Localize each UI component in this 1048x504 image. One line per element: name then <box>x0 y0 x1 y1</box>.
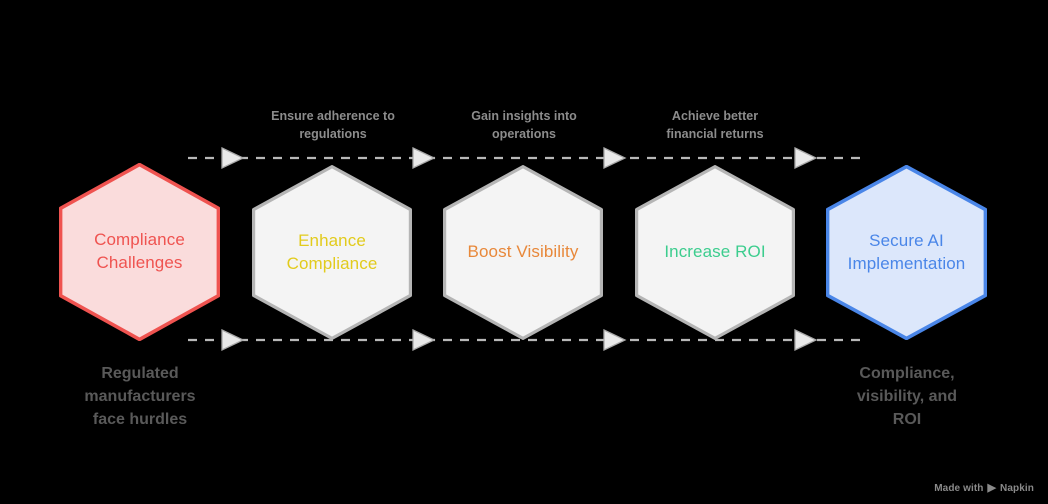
hex-node-compliance-challenges[interactable]: Compliance Challenges <box>59 163 220 341</box>
top-arrow-1 <box>221 146 245 170</box>
watermark-made-with-napkin: Made with ▶ Napkin <box>934 482 1034 495</box>
caption-ensure-adherence: Ensure adherence to regulations <box>271 109 395 141</box>
hex-node-enhance-compliance[interactable]: Enhance Compliance <box>252 165 412 340</box>
hexagon-shape <box>59 163 220 341</box>
hex-label-boost-visibility: Boost Visibility <box>467 242 579 262</box>
hex-label-enhance-compliance: Enhance Compliance <box>286 230 378 273</box>
caption-gain-insights: Gain insights into operations <box>471 109 577 141</box>
top-arrow-4 <box>794 146 818 170</box>
bottom-arrow-3 <box>603 328 627 352</box>
hex-label-increase-roi: Increase ROI <box>664 242 766 262</box>
bottom-arrow-2 <box>412 328 436 352</box>
top-arrow-3 <box>603 146 627 170</box>
bottom-arrow-4 <box>794 328 818 352</box>
bottom-arrow-1 <box>221 328 245 352</box>
hex-node-boost-visibility[interactable]: Boost Visibility <box>443 165 603 340</box>
hex-label-compliance-challenges: Compliance Challenges <box>94 230 185 272</box>
napkin-logo-icon: ▶ <box>987 482 997 494</box>
watermark-prefix: Made with <box>934 483 984 494</box>
hexagon-shape <box>252 165 412 340</box>
hexagon-shape <box>443 165 603 340</box>
hex-label-secure-ai-implementation: Secure AI Implementation <box>847 230 966 273</box>
hex-node-secure-ai-implementation[interactable]: Secure AI Implementation <box>826 165 987 340</box>
caption-achieve-returns: Achieve better financial returns <box>666 109 764 141</box>
top-arrow-2 <box>412 146 436 170</box>
caption-compliance-visibility-roi: Compliance, visibility, and ROI <box>856 365 958 429</box>
hexagon-shape <box>635 165 795 340</box>
caption-regulated-manufacturers: Regulated manufacturers face hurdles <box>84 365 196 429</box>
hexagon-shape <box>826 165 987 340</box>
watermark-brand: Napkin <box>1000 483 1034 494</box>
hex-node-increase-roi[interactable]: Increase ROI <box>635 165 795 340</box>
